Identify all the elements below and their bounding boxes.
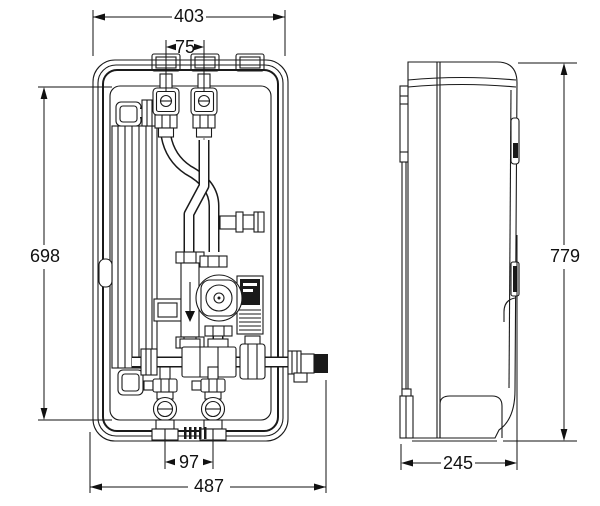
dimension-bottom-connection-spacing: 97 — [164, 441, 214, 472]
pipework — [132, 99, 312, 368]
dimension-front-top-width: 403 — [92, 6, 286, 56]
dim-label-779: 779 — [550, 246, 580, 266]
side-connection-fitting — [287, 350, 328, 383]
top-isolation-valve-right — [190, 73, 218, 138]
dimension-side-height: 779 — [503, 62, 580, 442]
side-view — [399, 61, 520, 442]
dim-label-245: 245 — [443, 453, 473, 473]
enclosure-side-profile — [407, 61, 518, 442]
top-isolation-valve-left — [152, 73, 180, 138]
connection-end-cap — [314, 354, 328, 373]
dimension-side-depth: 245 — [400, 235, 518, 473]
dimension-frame-height: 698 — [30, 86, 112, 421]
dimensions: 403 75 698 97 487 779 — [30, 6, 580, 496]
bottom-foot-bracket — [399, 388, 414, 439]
dim-label-698: 698 — [30, 246, 60, 266]
bottom-isolation-valve-left — [143, 366, 179, 441]
air-vent-stub — [219, 211, 265, 233]
flow-arrow-icon — [185, 311, 195, 322]
dimension-top-connection-spacing: 75 — [165, 37, 205, 92]
plate-heat-exchanger — [98, 101, 158, 396]
dim-label-75: 75 — [175, 37, 195, 57]
bottom-manifold — [140, 335, 266, 380]
cover-latch-upper — [510, 117, 520, 165]
circulation-pump — [195, 255, 264, 337]
front-view — [92, 42, 330, 444]
dim-label-97: 97 — [179, 452, 199, 472]
mounting-tabs — [151, 53, 265, 72]
dim-label-487: 487 — [194, 476, 224, 496]
dimension-overall-width: 487 — [89, 380, 327, 496]
dim-label-403: 403 — [174, 6, 204, 26]
vent-slots — [184, 427, 207, 439]
bottom-isolation-valve-right — [191, 366, 227, 441]
